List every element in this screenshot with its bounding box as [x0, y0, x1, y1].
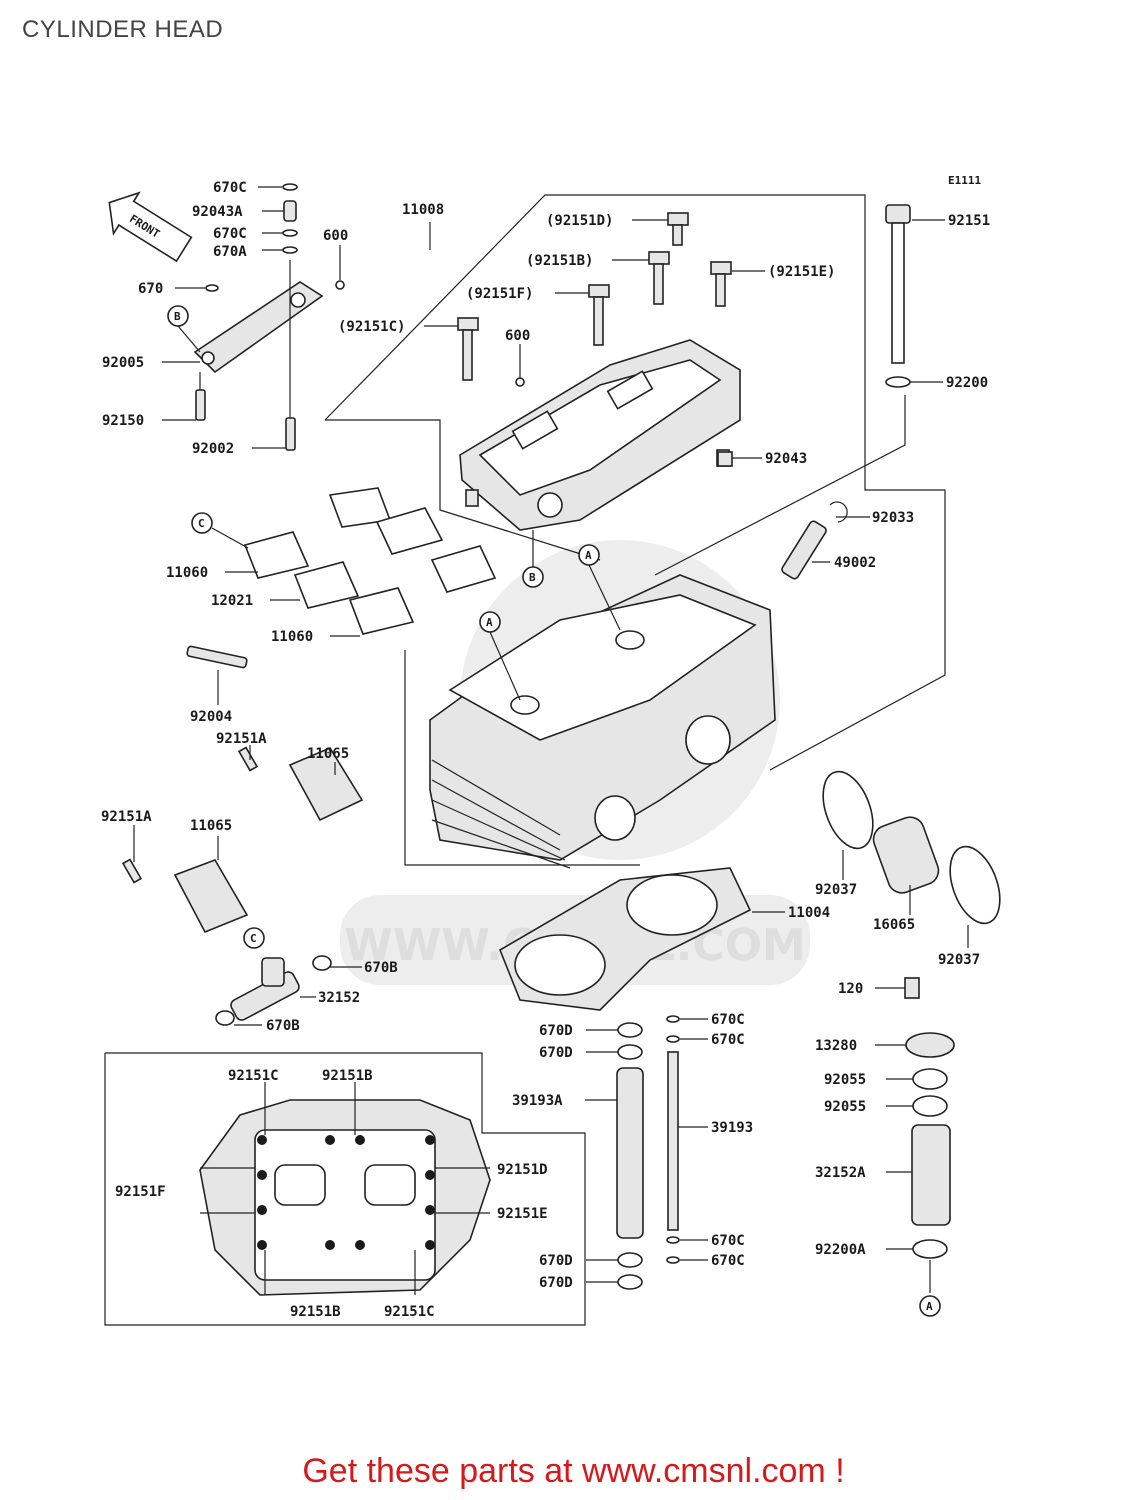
reference-markers: B B C C A A A — [167, 305, 941, 1317]
callout: 670C — [213, 180, 247, 196]
callout: 16065 — [873, 917, 915, 933]
callout: 670D — [539, 1045, 573, 1061]
callout-labels: 670C 92043A 670C 670A 600 670 92005 9215… — [101, 180, 990, 1320]
dowel-pipes — [616, 1015, 680, 1290]
callout: 11008 — [402, 202, 444, 218]
stud-92004 — [186, 645, 248, 669]
callout: 92002 — [192, 441, 234, 457]
callout: 39193 — [711, 1120, 753, 1136]
ref-marker: C — [250, 932, 257, 945]
callout: 11065 — [190, 818, 232, 834]
inset-callout: 92151B — [290, 1304, 341, 1320]
callout: 49002 — [834, 555, 876, 571]
long-bolt-92151 — [717, 204, 911, 467]
callout: 670B — [364, 960, 398, 976]
callout: (92151C) — [338, 319, 405, 335]
inset-callout: 92151C — [384, 1304, 435, 1320]
leader-lines — [133, 186, 969, 1283]
ref-marker: A — [585, 549, 592, 562]
head-gasket-11004 — [499, 867, 752, 1011]
callout: 92151A — [216, 731, 267, 747]
cylinder-head — [429, 574, 776, 869]
callout: 670C — [711, 1012, 745, 1028]
callout: 11065 — [307, 746, 349, 762]
clamps-and-holder — [822, 770, 1001, 925]
ref-marker: B — [174, 310, 181, 323]
callout: 120 — [838, 981, 863, 997]
callout: 92033 — [872, 510, 914, 526]
callout: 11060 — [166, 565, 208, 581]
holders-11065 — [121, 746, 364, 934]
callout: 92043A — [192, 204, 243, 220]
callout: 670D — [539, 1023, 573, 1039]
callout: 92037 — [815, 882, 857, 898]
parts-diagram: WWW.CMSNL.COM E1111 FRONT — [101, 174, 1001, 1326]
tightening-inset — [104, 1052, 586, 1326]
pipe-32152 — [215, 955, 332, 1026]
inset-callout: 92151D — [497, 1162, 548, 1178]
callout: 670B — [266, 1018, 300, 1034]
callout: 670C — [711, 1233, 745, 1249]
callout: 670 — [138, 281, 163, 297]
callout: 11004 — [788, 905, 830, 921]
callout: (92151D) — [546, 213, 613, 229]
callout: 670C — [213, 226, 247, 242]
callout: 12021 — [211, 593, 253, 609]
callout: 670C — [711, 1253, 745, 1269]
callout: 670A — [213, 244, 247, 260]
callout: 92005 — [102, 355, 144, 371]
callout: (92151B) — [526, 253, 593, 269]
callout: 92151A — [101, 809, 152, 825]
ref-marker: A — [926, 1300, 933, 1313]
page-title: CYLINDER HEAD — [22, 16, 224, 43]
callout: 92043 — [765, 451, 807, 467]
callout: 92151 — [948, 213, 990, 229]
callout: 13280 — [815, 1038, 857, 1054]
callout: 92055 — [824, 1072, 866, 1088]
callout: 92200A — [815, 1242, 866, 1258]
callout: (92151E) — [768, 264, 835, 280]
right-column-parts — [904, 977, 955, 1293]
callout: 11060 — [271, 629, 313, 645]
callout: (92151F) — [466, 286, 533, 302]
footer-link[interactable]: Get these parts at www.cmsnl.com ! — [302, 1452, 845, 1490]
callout: 600 — [505, 328, 530, 344]
callout: 600 — [323, 228, 348, 244]
callout: 92150 — [102, 413, 144, 429]
callout: 92200 — [946, 375, 988, 391]
oil-pipe-assembly — [193, 183, 345, 451]
callout: 92004 — [190, 709, 232, 725]
inset-callout: 92151E — [497, 1206, 548, 1222]
inset-callout: 92151F — [115, 1184, 166, 1200]
diagram-code: E1111 — [948, 174, 981, 187]
callout: 92037 — [938, 952, 980, 968]
callout: 670D — [539, 1253, 573, 1269]
ref-marker: C — [198, 517, 205, 530]
callout: 39193A — [512, 1093, 563, 1109]
inset-callout: 92151C — [228, 1068, 279, 1084]
callout: 670C — [711, 1032, 745, 1048]
ref-marker: A — [486, 616, 493, 629]
cylinder-head-cover — [459, 339, 741, 531]
callout: 32152A — [815, 1165, 866, 1181]
callout: 32152 — [318, 990, 360, 1006]
cover-bolts — [457, 212, 732, 387]
inset-callout: 92151B — [322, 1068, 373, 1084]
reed-valve-gaskets — [243, 487, 497, 635]
ref-marker: B — [529, 571, 536, 584]
pipe-49002 — [781, 501, 848, 580]
front-arrow-icon: FRONT — [108, 191, 193, 263]
callout: 92055 — [824, 1099, 866, 1115]
callout: 670D — [539, 1275, 573, 1291]
